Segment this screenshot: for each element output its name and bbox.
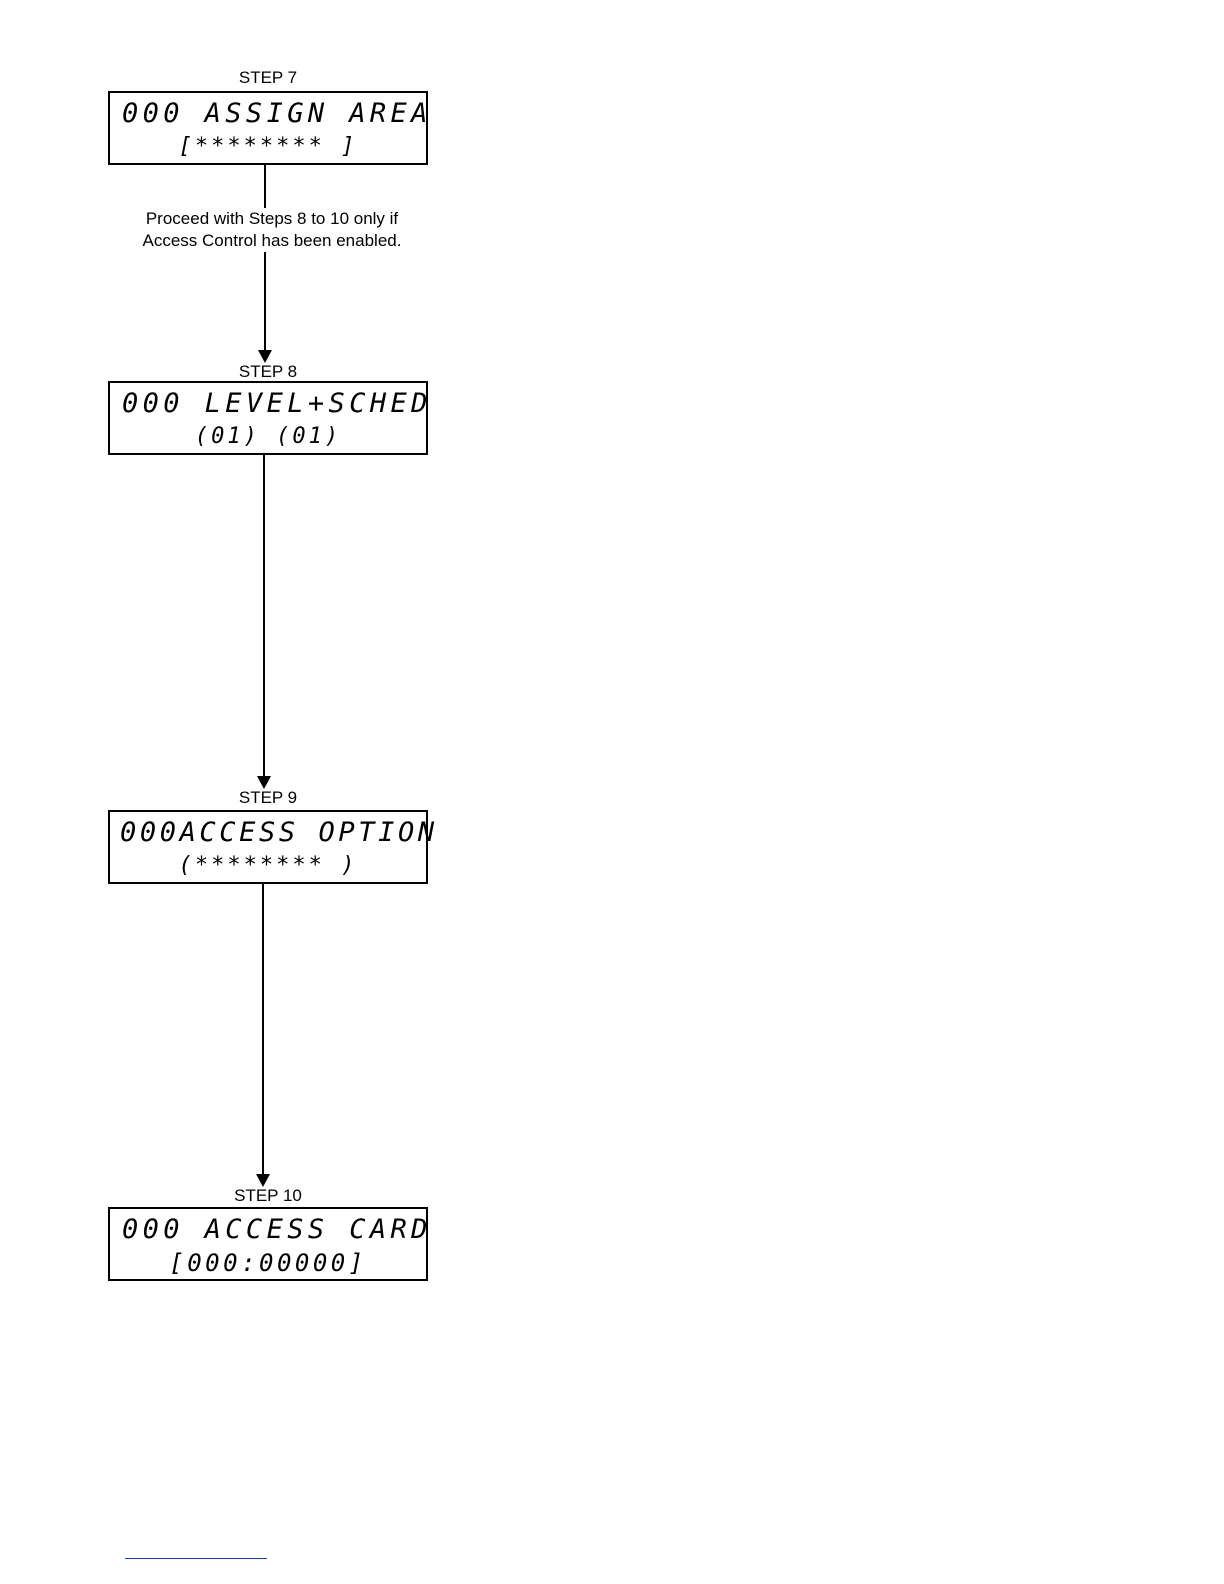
step-8-lcd-line1: 000 LEVEL+SCHED bbox=[122, 387, 432, 421]
step-7-lcd-display: 000 ASSIGN AREA [******** ] bbox=[108, 91, 428, 165]
note-line-1: Proceed with Steps 8 to 10 only if bbox=[112, 208, 432, 230]
step-9-lcd-line2: (******** ) bbox=[110, 852, 426, 880]
step-7-label: STEP 7 bbox=[108, 68, 428, 88]
connector-line-7-8-upper bbox=[264, 165, 266, 210]
connector-line-9-10 bbox=[262, 884, 264, 1175]
note-line-2: Access Control has been enabled. bbox=[112, 230, 432, 252]
step-10-lcd-display: 000 ACCESS CARD [000:00000] bbox=[108, 1207, 428, 1281]
access-control-note: Proceed with Steps 8 to 10 only if Acces… bbox=[112, 208, 432, 252]
step-9-lcd-line1: 000ACCESS OPTION bbox=[120, 816, 438, 850]
step-9-label: STEP 9 bbox=[108, 788, 428, 808]
step-7-lcd-line1: 000 ASSIGN AREA bbox=[122, 97, 432, 131]
connector-line-7-8-lower bbox=[264, 252, 266, 352]
step-10-lcd-line1: 000 ACCESS CARD bbox=[122, 1213, 432, 1247]
step-8-lcd-line2: (01) (01) bbox=[110, 423, 426, 451]
footer-rule bbox=[125, 1558, 267, 1559]
step-10-label: STEP 10 bbox=[108, 1186, 428, 1206]
step-7-lcd-line2: [******** ] bbox=[110, 133, 426, 161]
step-8-lcd-display: 000 LEVEL+SCHED (01) (01) bbox=[108, 381, 428, 455]
step-8-label: STEP 8 bbox=[108, 362, 428, 382]
connector-line-8-9 bbox=[263, 455, 265, 777]
step-9-lcd-display: 000ACCESS OPTION (******** ) bbox=[108, 810, 428, 884]
step-10-lcd-line2: [000:00000] bbox=[110, 1249, 426, 1277]
